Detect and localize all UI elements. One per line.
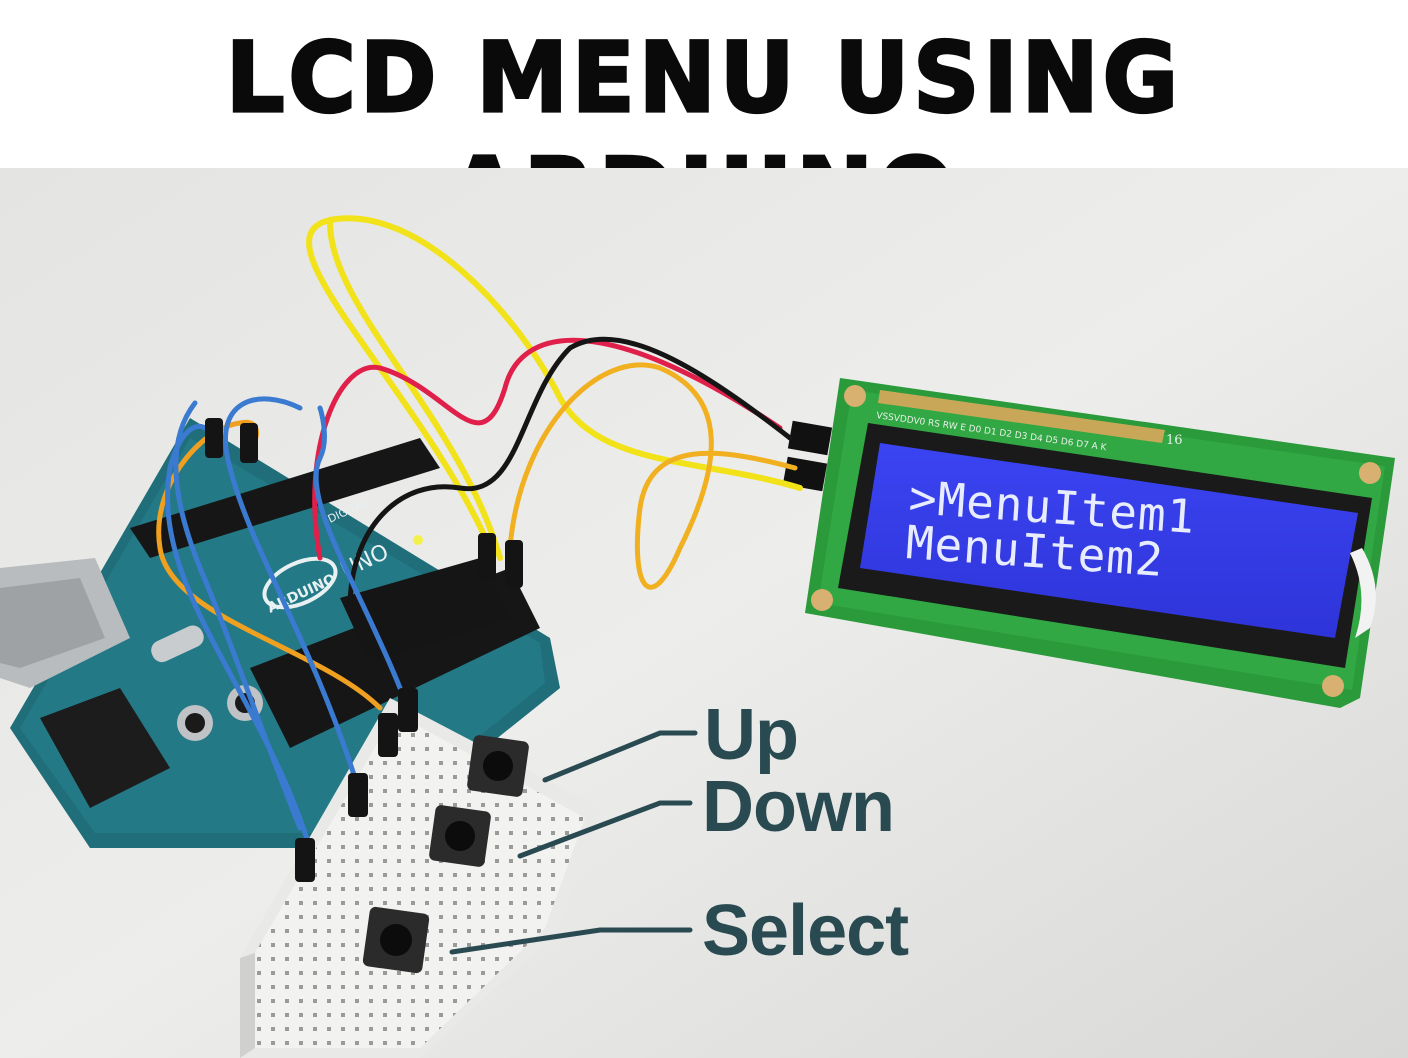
wire-yellow — [306, 215, 803, 551]
led-indicator — [413, 535, 423, 545]
i2c-connector — [787, 420, 833, 456]
callout-line-select — [449, 927, 693, 955]
lcd-module: >MenuItem1 MenuItem2 VSSVDDV0 RS RW E D0… — [782, 378, 1395, 708]
callout-lines — [449, 730, 698, 955]
callout-down: Down — [702, 767, 895, 847]
callout-select: Select — [702, 891, 909, 971]
digital-header — [130, 438, 440, 558]
wire-red — [312, 337, 783, 561]
callout-line-down — [517, 800, 693, 859]
lcd-pin-header — [878, 390, 1165, 443]
wire-black — [347, 336, 793, 611]
wire-orange-yellow — [507, 362, 798, 590]
button-up — [467, 735, 529, 797]
button-down — [429, 805, 491, 867]
photo: UNO ARDUINO DIGITAL — [0, 168, 1408, 1058]
photo-scene: UNO ARDUINO DIGITAL — [0, 168, 1408, 1058]
atmega-chip — [340, 558, 510, 663]
lcd-screen — [860, 443, 1358, 638]
jumper-pins — [205, 418, 523, 882]
wires — [156, 215, 803, 851]
callout-up: Up — [704, 695, 799, 775]
callout-line-up — [542, 730, 698, 783]
button-select — [362, 906, 430, 974]
wire-orange — [156, 419, 383, 711]
dc-jack — [40, 688, 170, 808]
lcd-pin-number: 16 — [1166, 433, 1183, 448]
crystal — [151, 625, 204, 663]
title-banner: LCD MENU USING ARDUINO — [0, 0, 1408, 251]
